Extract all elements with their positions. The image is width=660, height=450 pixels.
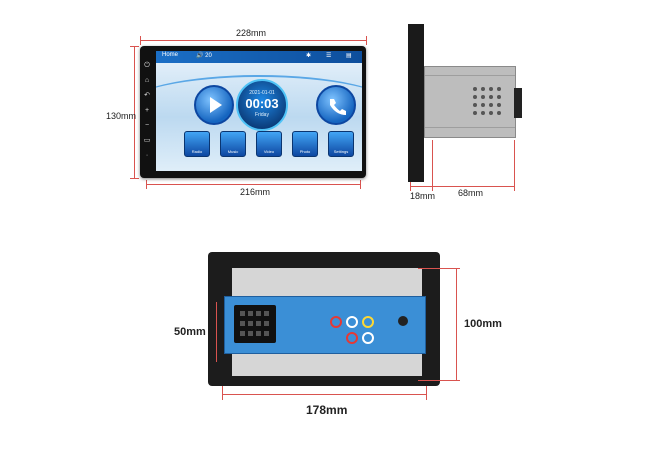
back-connector-height-line <box>216 302 217 362</box>
front-width-top-line <box>140 40 366 41</box>
window-icon[interactable]: ▤ <box>346 53 352 59</box>
phone-icon <box>330 99 346 115</box>
bluetooth-icon[interactable]: ✱ <box>306 53 312 59</box>
head-unit-front: ⏻ ⌂ ↶ + − ▭ · Home 🔊 20 ✱ ☰ ▤ 2021-01-01… <box>140 46 366 178</box>
back-width-line <box>222 394 426 395</box>
front-height-line <box>134 46 135 178</box>
app-radio-label: Radio <box>191 149 203 154</box>
back-height-line <box>456 268 457 380</box>
side-view-face <box>408 24 424 182</box>
front-height-label: 130mm <box>106 111 137 121</box>
back-icon[interactable]: ↶ <box>144 92 150 99</box>
front-width-top-tick-right <box>366 36 367 45</box>
decorative-arc <box>156 75 362 137</box>
app-settings-label: Settings <box>333 149 349 154</box>
back-connector-height-label: 50mm <box>174 326 206 338</box>
clock-day: Friday <box>255 112 269 118</box>
settings-icon[interactable]: ☰ <box>326 53 332 59</box>
app-music-label: Music <box>227 149 239 154</box>
side-depth-tick-mid <box>432 140 433 191</box>
clock-widget: 2021-01-01 00:03 Friday <box>236 79 288 131</box>
home-icon[interactable]: ⌂ <box>144 77 150 84</box>
front-height-tick-top <box>130 46 139 47</box>
app-settings[interactable]: Settings <box>328 131 354 157</box>
chassis-rib <box>425 75 515 76</box>
app-radio[interactable]: Radio <box>184 131 210 157</box>
rca-jack <box>362 332 374 344</box>
screen: Home 🔊 20 ✱ ☰ ▤ 2021-01-01 00:03 Friday … <box>156 51 362 171</box>
front-width-bottom-line <box>146 184 360 185</box>
front-height-tick-bottom <box>130 178 139 179</box>
rca-jack <box>346 316 358 328</box>
rca-jack <box>330 316 342 328</box>
side-depth-line <box>410 186 514 187</box>
side-depth-tick-left <box>410 182 411 191</box>
front-width-bottom-tick-right <box>360 180 361 189</box>
power-icon[interactable]: ⏻ <box>144 62 150 69</box>
clock-date: 2021-01-01 <box>249 90 275 96</box>
app-photo[interactable]: Photo <box>292 131 318 157</box>
side-view-chassis <box>424 66 516 138</box>
front-width-bottom-tick-left <box>146 180 147 189</box>
front-width-top-label: 228mm <box>236 28 267 38</box>
volume-up-icon[interactable]: + <box>144 107 150 114</box>
status-bar: Home 🔊 20 ✱ ☰ ▤ <box>156 51 362 63</box>
side-buttons: ⏻ ⌂ ↶ + − ▭ · <box>140 58 154 168</box>
volume-down-icon[interactable]: − <box>144 122 150 129</box>
back-height-label: 100mm <box>464 318 502 330</box>
back-height-tick-top <box>418 268 460 269</box>
vent-holes <box>473 87 509 123</box>
home-label[interactable]: Home <box>162 52 179 58</box>
app-photo-label: Photo <box>299 149 311 154</box>
volume-value: 20 <box>205 53 212 59</box>
clock-time: 00:03 <box>245 96 279 111</box>
back-width-tick-left <box>222 386 223 400</box>
app-video[interactable]: Video <box>256 131 282 157</box>
iso-connector <box>234 305 276 343</box>
back-view-pcb <box>224 296 426 354</box>
front-width-top-tick-left <box>140 36 141 45</box>
play-icon <box>210 97 222 113</box>
phone-button[interactable] <box>316 85 356 125</box>
back-width-label: 178mm <box>306 403 348 417</box>
usb-icon[interactable]: ▭ <box>143 137 151 144</box>
volume-indicator[interactable]: 🔊 20 <box>196 53 212 59</box>
side-box-depth-label: 68mm <box>458 188 484 198</box>
rca-jack <box>346 332 358 344</box>
side-view-connector <box>514 88 522 118</box>
fm-antenna-port <box>398 316 408 326</box>
side-face-depth-label: 18mm <box>410 191 436 201</box>
rca-jack <box>362 316 374 328</box>
front-width-bottom-label: 216mm <box>240 187 271 197</box>
play-button[interactable] <box>194 85 234 125</box>
app-video-label: Video <box>263 149 275 154</box>
app-music[interactable]: Music <box>220 131 246 157</box>
back-height-tick-bottom <box>418 380 460 381</box>
mic-icon: · <box>145 152 149 159</box>
back-width-tick-right <box>426 386 427 400</box>
chassis-rib <box>425 127 515 128</box>
side-depth-tick-right <box>514 140 515 191</box>
